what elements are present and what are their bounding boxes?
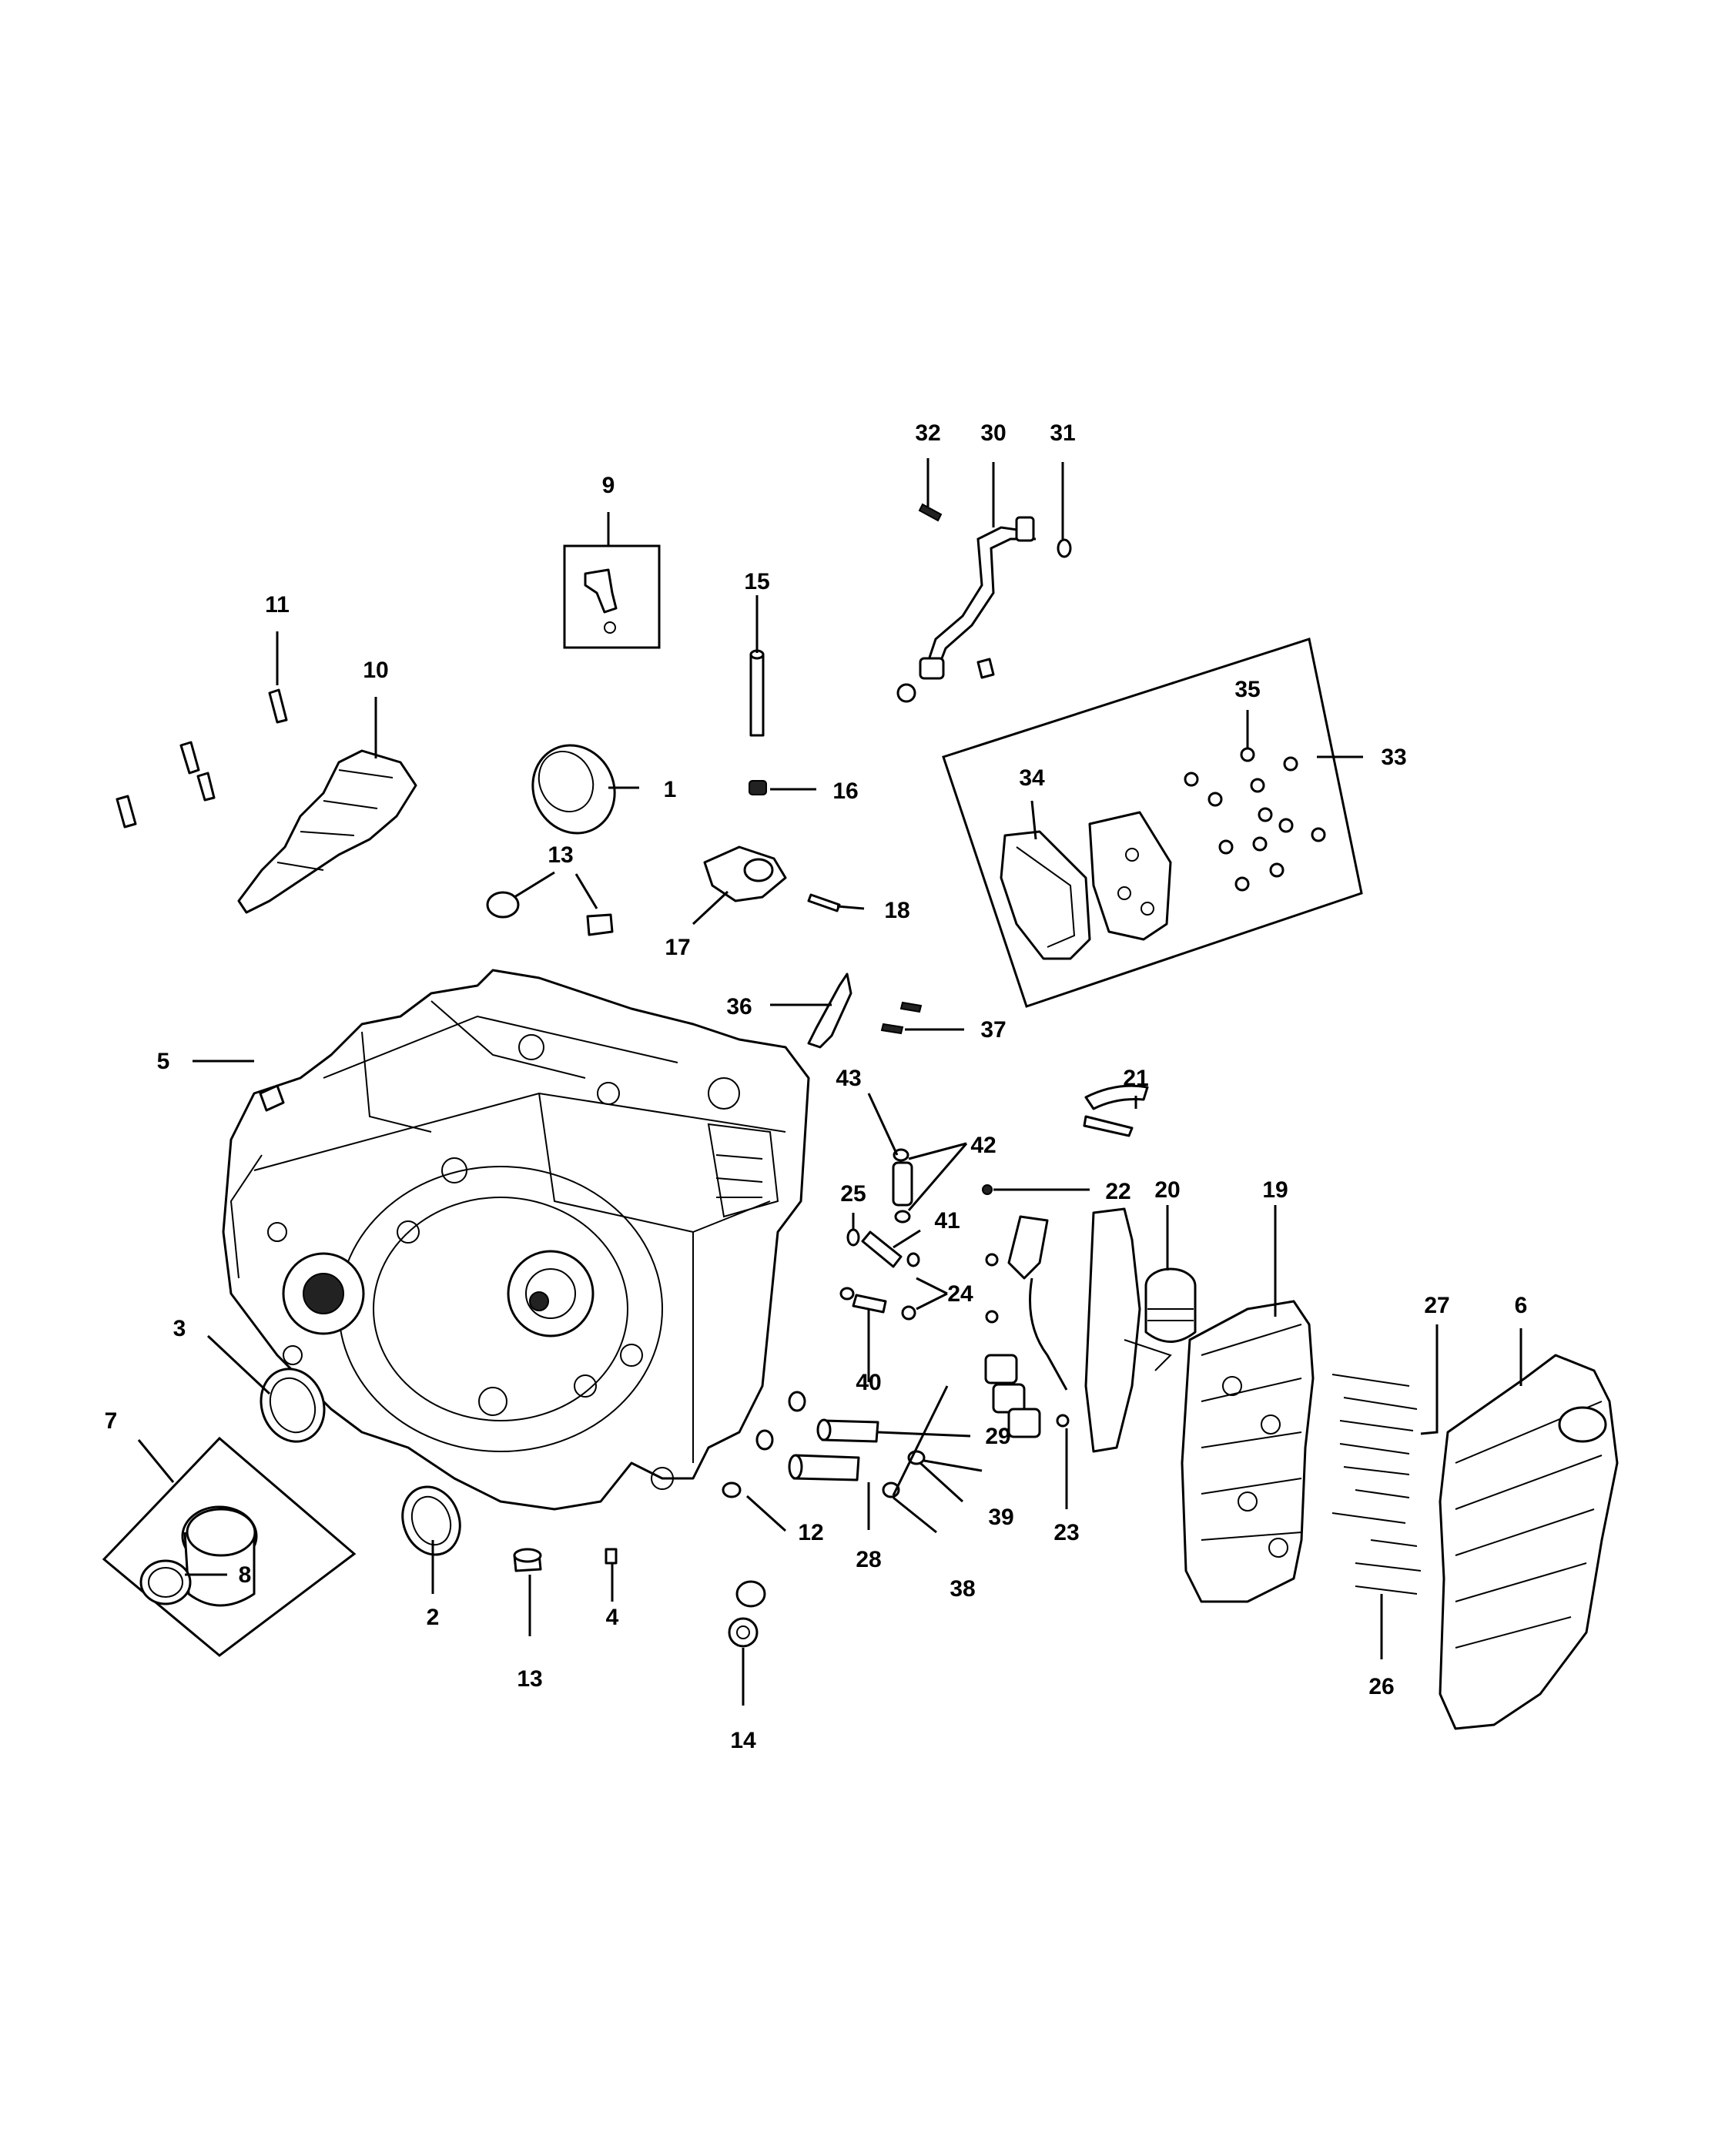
part-13a-plugs: [486, 891, 614, 936]
callout-26: 26: [1368, 1674, 1394, 1699]
callout-4: 4: [606, 1605, 619, 1630]
callout-1: 1: [664, 777, 677, 802]
callout-18: 18: [884, 898, 909, 923]
callout-40: 40: [856, 1370, 881, 1395]
transmission-case: [222, 969, 810, 1511]
part-37-bolts: [880, 1001, 923, 1035]
part-10-sensor: [237, 749, 417, 914]
callout-12: 12: [798, 1520, 823, 1545]
callout-3: 3: [173, 1316, 186, 1341]
callout-19: 19: [1262, 1177, 1288, 1203]
part-7-kit: [102, 1436, 357, 1657]
part-rings-small: [755, 1391, 806, 1451]
part-17-bracket: [703, 845, 787, 902]
part-43-tube: [892, 1161, 913, 1207]
part-small-bolts: [985, 1253, 1070, 1428]
callout-10: 10: [363, 658, 388, 683]
callout-34: 34: [1019, 765, 1045, 791]
callout-20: 20: [1154, 1177, 1180, 1203]
part-3-seal: [260, 1368, 326, 1443]
part-35-bolts: [1184, 747, 1326, 892]
part-36-bracket: [807, 973, 852, 1049]
part-18-pin: [807, 893, 841, 912]
part-6-cover: [1439, 1354, 1619, 1730]
part-13b-plug: [513, 1548, 542, 1572]
part-1-seal: [531, 744, 616, 835]
callout-7: 7: [105, 1408, 118, 1434]
callout-16: 16: [832, 778, 858, 804]
part-30-tube: [896, 516, 1036, 703]
part-33-kit: [942, 638, 1363, 1008]
part-28-tube: [788, 1454, 860, 1481]
part-31-oring: [1057, 538, 1072, 558]
callout-43: 43: [836, 1066, 861, 1091]
callout-15: 15: [744, 569, 769, 594]
part-32-bolt: [918, 503, 943, 522]
part-42-rings: [893, 1148, 911, 1224]
callout-30: 30: [980, 420, 1006, 446]
callout-9: 9: [602, 473, 615, 498]
callout-23: 23: [1053, 1520, 1079, 1545]
callout-2: 2: [427, 1605, 440, 1630]
part-40-tube: [839, 1287, 916, 1321]
callout-22: 22: [1105, 1179, 1130, 1204]
part-25-ring: [846, 1228, 860, 1247]
part-15-dipstick: [749, 649, 765, 737]
part-41-tube: [861, 1230, 920, 1268]
part-29-tube: [816, 1418, 879, 1443]
part-2-seal: [401, 1485, 461, 1556]
callout-6: 6: [1515, 1293, 1528, 1318]
part-9-kit: [563, 544, 661, 649]
callout-14: 14: [730, 1728, 756, 1753]
leader-lines: [137, 458, 1522, 1706]
part-19-valve-body: [1181, 1300, 1315, 1603]
part-4-fitting: [605, 1548, 618, 1565]
callout-17: 17: [665, 935, 690, 960]
callout-24: 24: [947, 1281, 973, 1307]
callout-33: 33: [1381, 745, 1406, 770]
part-20-solenoid: [984, 1207, 1197, 1453]
callout-25: 25: [840, 1181, 866, 1207]
callout-39: 39: [988, 1505, 1013, 1530]
callout-8: 8: [239, 1562, 252, 1588]
callout-38: 38: [950, 1576, 975, 1602]
part-21-clip: [1083, 1084, 1149, 1137]
part-11-bolts: [116, 688, 288, 829]
callout-labels: 1 2 3 4 5 6 7 8 9 10 11 12 13 13 14 15 1…: [105, 420, 1528, 1753]
callout-13b: 13: [517, 1666, 542, 1692]
callout-35: 35: [1234, 677, 1260, 702]
part-14-fittings: [728, 1580, 766, 1648]
callout-29: 29: [985, 1424, 1010, 1449]
callout-36: 36: [726, 994, 752, 1019]
callout-5: 5: [157, 1049, 170, 1074]
callout-37: 37: [980, 1017, 1006, 1043]
callout-28: 28: [856, 1547, 881, 1572]
callout-41: 41: [934, 1208, 960, 1234]
callout-31: 31: [1050, 420, 1075, 446]
callout-42: 42: [970, 1133, 996, 1158]
callout-32: 32: [915, 420, 940, 446]
part-16-nut: [749, 780, 767, 795]
callout-27: 27: [1424, 1293, 1449, 1318]
callout-21: 21: [1123, 1066, 1148, 1091]
part-12-plug: [722, 1481, 742, 1498]
part-26-27-bolts: [1331, 1374, 1422, 1595]
part-5-plug: [259, 1084, 285, 1112]
callout-11: 11: [265, 592, 290, 618]
part-22-bolt: [982, 1184, 993, 1195]
callout-13a: 13: [548, 842, 573, 868]
